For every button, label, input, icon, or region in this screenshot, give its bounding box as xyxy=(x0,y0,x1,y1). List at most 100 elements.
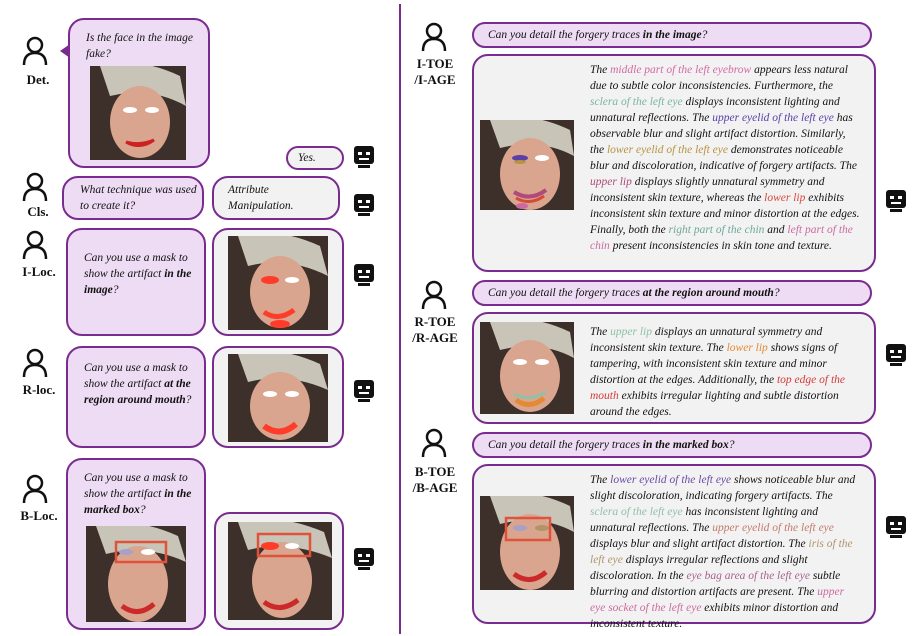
task-label-btoe: B-TOE/B-AGE xyxy=(412,464,458,495)
btoe-question-bubble: Can you detail the forgery traces in the… xyxy=(472,432,872,458)
itoe-answer-text: The middle part of the left eyebrow appe… xyxy=(590,62,860,254)
user-icon xyxy=(22,348,48,378)
task-label-iloc: I-Loc. xyxy=(22,264,56,279)
answer-segment: and xyxy=(764,224,788,236)
robot-icon xyxy=(352,378,376,404)
highlighted-region: sclera of the left eye xyxy=(590,96,683,108)
face-image xyxy=(90,66,186,160)
marked-box xyxy=(504,516,552,542)
task-label-itoe: I-TOE/I-AGE xyxy=(414,56,456,87)
robot-icon xyxy=(884,188,908,214)
highlighted-region: right part of the chin xyxy=(668,224,765,236)
btoe-answer-bubble: The lower eyelid of the left eye shows n… xyxy=(472,464,876,630)
column-divider xyxy=(399,4,401,634)
answer-segment: exhibits minor distortion and inconsiste… xyxy=(590,602,839,630)
masked-face-image xyxy=(228,354,328,442)
highlighted-region: iris of the left eye xyxy=(590,538,853,566)
bloc-answer-bubble xyxy=(214,512,344,630)
highlighted-region: upper eye socket of the left eye xyxy=(590,586,845,614)
robot-icon xyxy=(884,514,908,540)
task-label-bloc: B-Loc. xyxy=(20,508,58,523)
marked-box xyxy=(114,540,168,564)
det-question: Is the face in the image fake? xyxy=(86,32,193,60)
user-icon xyxy=(22,36,48,66)
highlighted-region: lower eyelid of the left eye xyxy=(606,144,728,156)
answer-segment: The xyxy=(590,64,611,76)
iloc-question: Can you use a mask to show the artifact … xyxy=(84,252,192,296)
highlighted-region: upper eyelid of the left eye xyxy=(712,112,834,124)
highlighted-region: lower lip xyxy=(726,342,768,354)
highlighted-region: upper lip xyxy=(610,326,652,338)
rtoe-question-bubble: Can you detail the forgery traces at the… xyxy=(472,280,872,306)
highlighted-region: upper lip xyxy=(590,176,632,188)
user-icon xyxy=(22,474,48,504)
answer-segment: displays inconsistent lighting and unnat… xyxy=(590,96,840,124)
answer-segment: The xyxy=(590,474,611,486)
robot-icon xyxy=(352,144,376,170)
answer-segment: present inconsistencies in skin tone and… xyxy=(609,240,832,252)
det-question-bubble: Is the face in the image fake? xyxy=(68,18,210,168)
rloc-answer-bubble xyxy=(212,346,344,448)
marked-box xyxy=(256,532,312,558)
robot-icon xyxy=(884,342,908,368)
task-label-det: Det. xyxy=(26,72,50,87)
iloc-answer-bubble xyxy=(212,228,344,336)
bloc-question: Can you use a mask to show the artifact … xyxy=(84,472,192,516)
answer-segment: displays irregular reflections and sligh… xyxy=(590,554,808,582)
rtoe-answer-bubble: The upper lip displays an unnatural symm… xyxy=(472,312,876,424)
masked-face-image xyxy=(228,522,332,620)
robot-icon xyxy=(352,546,376,572)
det-answer-bubble: Yes. xyxy=(286,146,344,170)
btoe-answer-text: The lower eyelid of the left eye shows n… xyxy=(590,472,860,632)
answer-segment: displays an unnatural symmetry and incon… xyxy=(590,326,823,354)
det-answer: Yes. xyxy=(298,152,316,164)
face-image xyxy=(86,526,186,622)
highlighted-region: middle part of the left eyebrow xyxy=(610,64,752,76)
cls-question: What technique was used to create it? xyxy=(80,184,197,212)
answer-segment: has inconsistent lighting and unnatural … xyxy=(590,506,819,534)
face-image xyxy=(480,120,574,210)
btoe-question: Can you detail the forgery traces in the… xyxy=(488,439,735,451)
user-icon xyxy=(421,428,447,458)
answer-segment: has observable blur and slight artifact … xyxy=(590,112,853,156)
rtoe-answer-text: The upper lip displays an unnatural symm… xyxy=(590,324,862,420)
answer-segment: appears less natural due to subtle color… xyxy=(590,64,848,92)
itoe-answer-bubble: The middle part of the left eyebrow appe… xyxy=(472,54,876,272)
answer-segment: exhibits irregular lighting and subtle d… xyxy=(590,390,839,418)
highlighted-region: upper eyelid of the left eye xyxy=(712,522,834,534)
robot-icon xyxy=(352,192,376,218)
cls-answer-bubble: Attribute Manipulation. xyxy=(212,176,340,220)
face-image xyxy=(480,322,574,414)
highlighted-region: lower lip xyxy=(764,192,806,204)
task-label-cls: Cls. xyxy=(27,204,49,219)
bloc-question-bubble: Can you use a mask to show the artifact … xyxy=(66,458,206,630)
highlighted-region: sclera of the left eye xyxy=(590,506,683,518)
cls-answer: Attribute Manipulation. xyxy=(228,184,294,212)
itoe-question-bubble: Can you detail the forgery traces in the… xyxy=(472,22,872,48)
task-label-rtoe: R-TOE/R-AGE xyxy=(412,314,458,345)
user-icon xyxy=(22,230,48,260)
itoe-question: Can you detail the forgery traces in the… xyxy=(488,29,708,41)
highlighted-region: top edge of the mouth xyxy=(590,374,846,402)
highlighted-region: lower eyelid of the left eye xyxy=(610,474,732,486)
user-icon xyxy=(421,280,447,310)
answer-segment: shows signs of tampering, with inconsist… xyxy=(590,342,838,386)
answer-segment: subtle blurring and distortion artifacts… xyxy=(590,570,841,598)
rloc-question-bubble: Can you use a mask to show the artifact … xyxy=(66,346,206,448)
face-image xyxy=(480,496,574,590)
answer-segment: demonstrates noticeable blur and discolo… xyxy=(590,144,857,172)
cls-question-bubble: What technique was used to create it? xyxy=(62,176,204,220)
answer-segment: displays slightly unnatural symmetry and… xyxy=(590,176,825,204)
answer-segment: The xyxy=(590,326,611,338)
answer-segment: displays blur and slight artifact distor… xyxy=(590,538,809,550)
user-icon xyxy=(421,22,447,52)
highlighted-region: eye bag area of the left eye xyxy=(686,570,810,582)
masked-face-image xyxy=(228,236,328,330)
answer-segment: shows noticeable blur and slight discolo… xyxy=(590,474,856,502)
rloc-question: Can you use a mask to show the artifact … xyxy=(84,362,192,406)
highlighted-region: left part of the chin xyxy=(590,224,853,252)
answer-segment: exhibits inconsistent skin texture and m… xyxy=(590,192,860,236)
task-label-rloc: R-loc. xyxy=(22,382,56,397)
bubble-tail xyxy=(60,44,70,58)
rtoe-question: Can you detail the forgery traces at the… xyxy=(488,287,780,299)
